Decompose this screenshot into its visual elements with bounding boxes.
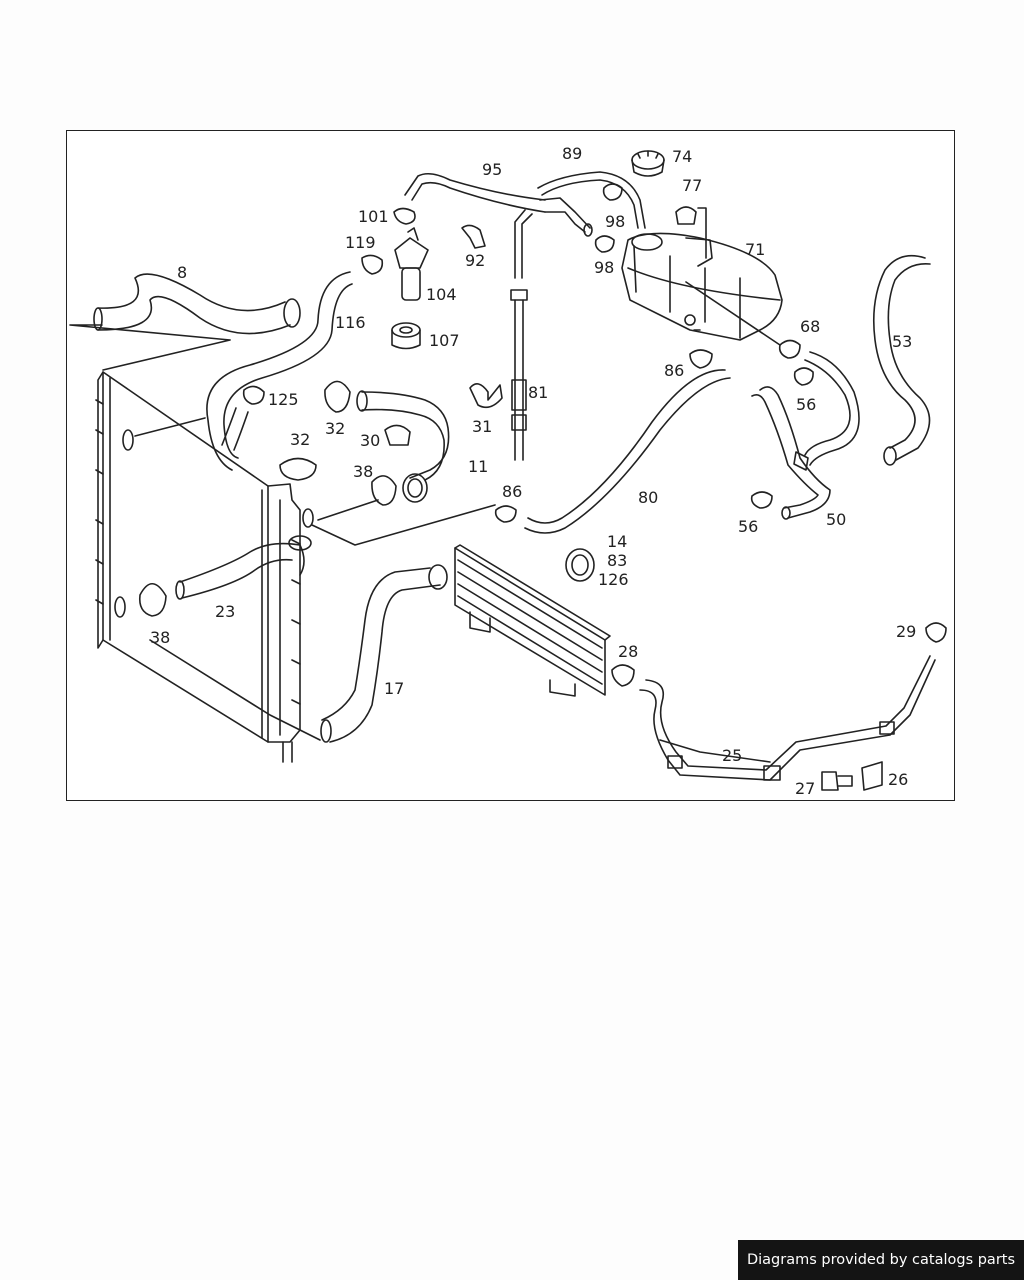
callout-38a: 38	[353, 462, 373, 481]
clamp-98b	[594, 235, 615, 253]
hose-50	[751, 351, 860, 520]
callout-92: 92	[465, 251, 485, 270]
callout-98a: 98	[605, 212, 625, 231]
clamp-98a	[602, 183, 623, 201]
clamp-68	[778, 339, 801, 359]
callout-126: 126	[598, 570, 629, 589]
callout-116: 116	[335, 313, 366, 332]
footer-credit-text: Diagrams provided by catalogs parts	[746, 1252, 1016, 1268]
footer-credit-badge: Diagrams provided by catalogs parts	[738, 1240, 1024, 1280]
line-89	[537, 171, 646, 229]
hose-116	[206, 271, 353, 471]
callout-81: 81	[528, 383, 548, 402]
clamp-56a	[793, 367, 814, 386]
hose-125-end	[221, 407, 249, 451]
callout-32a: 32	[325, 419, 345, 438]
hose-53	[872, 254, 931, 466]
bracket-26	[861, 761, 883, 791]
callout-77: 77	[682, 176, 702, 195]
callout-31: 31	[472, 417, 492, 436]
clamp-86b	[494, 505, 517, 523]
callout-119: 119	[345, 233, 376, 252]
callout-125: 125	[268, 390, 299, 409]
pump-104	[361, 207, 429, 301]
clamp-86a	[689, 349, 713, 369]
callout-29: 29	[896, 622, 916, 641]
callout-26: 26	[888, 770, 908, 789]
clamp-30	[384, 424, 411, 446]
hose-8	[93, 273, 301, 335]
clamp-125	[242, 385, 265, 405]
callout-50: 50	[826, 510, 846, 529]
callout-86a: 86	[664, 361, 684, 380]
callout-80: 80	[638, 488, 658, 507]
callout-32b: 32	[290, 430, 310, 449]
clamp-32b	[279, 457, 317, 481]
callout-101: 101	[358, 207, 389, 226]
callout-11: 11	[468, 457, 488, 476]
callout-107: 107	[429, 331, 460, 350]
hose-95	[404, 172, 593, 279]
clamp-32a	[324, 380, 351, 413]
clamp-38a	[371, 475, 397, 506]
callout-86b: 86	[502, 482, 522, 501]
clamp-28	[611, 664, 635, 687]
callout-17: 17	[384, 679, 404, 698]
tank-71	[621, 206, 783, 346]
callout-23: 23	[215, 602, 235, 621]
callout-27: 27	[795, 779, 815, 798]
callout-30: 30	[360, 431, 380, 450]
callouts: 95 89 74 77 71 101 98 119 92 98 104 8 10…	[150, 144, 916, 798]
hose-11	[356, 390, 450, 503]
callout-25: 25	[722, 746, 742, 765]
bracket-31	[469, 383, 503, 409]
line-81	[510, 289, 528, 461]
callout-74: 74	[672, 147, 692, 166]
radiator	[69, 324, 496, 763]
hose-17	[320, 564, 448, 743]
callout-28: 28	[618, 642, 638, 661]
bushing-107	[391, 322, 421, 350]
callout-14: 14	[607, 532, 627, 551]
callout-38b: 38	[150, 628, 170, 647]
clamp-38b	[138, 582, 167, 617]
callout-68: 68	[800, 317, 820, 336]
hose-23	[175, 535, 312, 600]
bolt-27	[821, 771, 853, 791]
callout-56a: 56	[796, 395, 816, 414]
callout-8: 8	[177, 263, 187, 282]
line-25	[639, 655, 936, 781]
clamp-29	[925, 622, 947, 643]
callout-89: 89	[562, 144, 582, 163]
callout-95: 95	[482, 160, 502, 179]
clamp-92	[461, 224, 486, 249]
clamp-56b	[750, 491, 773, 509]
oil-cooler	[454, 544, 611, 697]
hose-80	[524, 369, 731, 534]
callout-71: 71	[745, 240, 765, 259]
callout-83: 83	[607, 551, 627, 570]
callout-53: 53	[892, 332, 912, 351]
callout-104: 104	[426, 285, 457, 304]
callout-98b: 98	[594, 258, 614, 277]
callout-56b: 56	[738, 517, 758, 536]
cap-74	[631, 150, 665, 177]
